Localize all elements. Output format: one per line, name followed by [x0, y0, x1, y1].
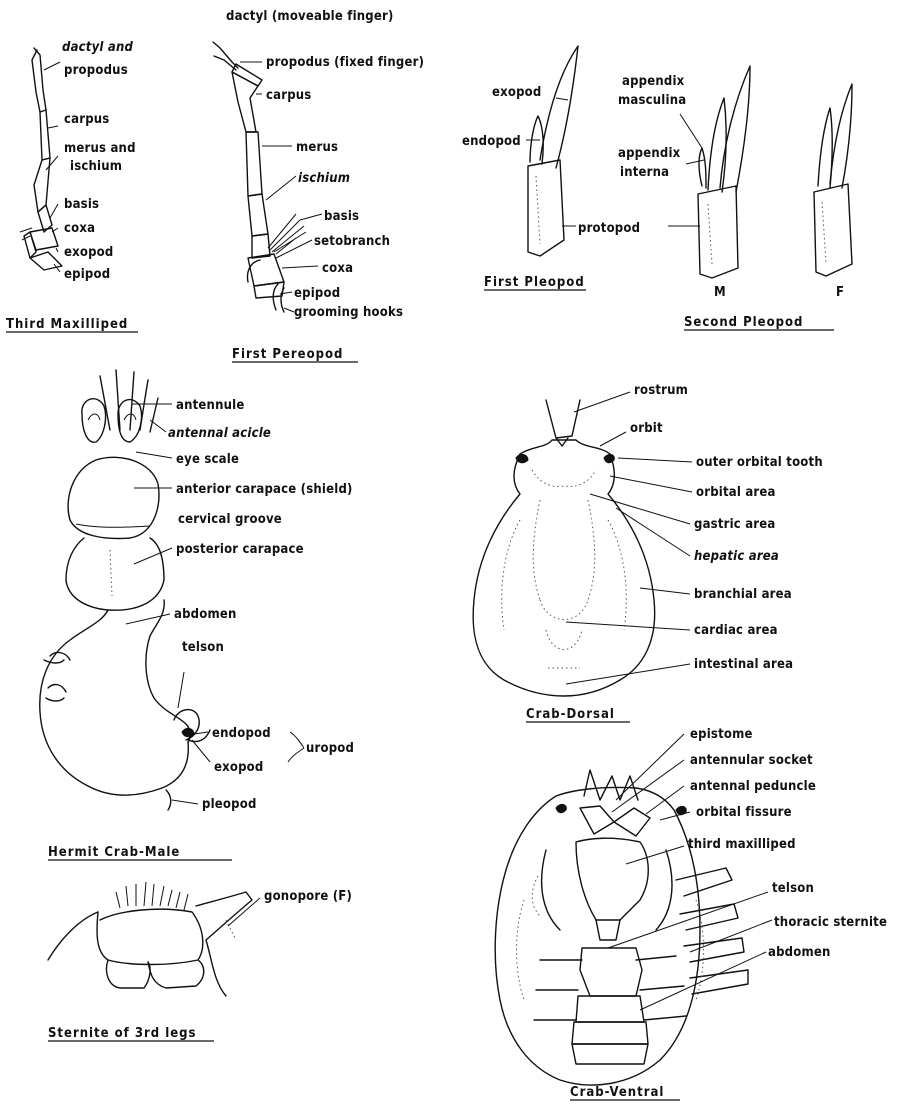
crab-ventral-figure: epistome antennular socket antennal pedu…: [495, 727, 887, 1100]
second-pleopod-female-drawing: [814, 84, 852, 276]
label-intestinal-area: intestinal area: [694, 657, 793, 672]
caption-crab-dorsal: Crab-Dorsal: [526, 707, 615, 722]
label-exopod: exopod: [492, 85, 542, 100]
caption-hermit-crab: Hermit Crab-Male: [48, 845, 180, 860]
sternite-drawing: [48, 882, 252, 996]
label-basis: basis: [64, 197, 99, 212]
first-pleopod-figure: exopod endopod protopod First Pleopod: [462, 46, 640, 290]
crab-dorsal-leaders: [566, 392, 692, 684]
label-antennal-acicle: antennal acicle: [168, 426, 271, 441]
caption-first-pereopod: First Pereopod: [232, 347, 343, 362]
hermit-crab-figure: antennule antennal acicle eye scale ante…: [40, 370, 354, 860]
crab-ventral-leaders: [608, 734, 772, 1010]
label-grooming-hooks: grooming hooks: [294, 305, 403, 320]
label-carpus: carpus: [266, 88, 311, 103]
first-pereopod-drawing: [213, 42, 306, 312]
label-cardiac-area: cardiac area: [694, 623, 778, 638]
label-anterior-carapace: anterior carapace (shield): [176, 482, 353, 497]
label-female: F: [836, 285, 844, 300]
label-third-maxilliped: third maxilliped: [688, 837, 796, 852]
label-coxa: coxa: [322, 261, 353, 276]
caption-first-pleopod: First Pleopod: [484, 275, 585, 290]
caption-sternite: Sternite of 3rd legs: [48, 1026, 196, 1041]
label-hepatic-area: hepatic area: [694, 549, 779, 564]
caption-crab-ventral: Crab-Ventral: [570, 1085, 664, 1100]
label-ischium: ischium: [298, 171, 350, 186]
label-dactyl-and: dactyl and: [62, 40, 134, 55]
label-uropod: uropod: [306, 741, 354, 756]
label-carpus: carpus: [64, 112, 109, 127]
label-propodus-fixed: propodus (fixed finger): [266, 55, 424, 70]
label-male: M: [714, 285, 726, 300]
label-basis: basis: [324, 209, 359, 224]
label-abdomen: abdomen: [174, 607, 237, 622]
label-thoracic-sternite: thoracic sternite: [774, 915, 887, 930]
label-protopod: protopod: [578, 221, 640, 236]
label-interna: interna: [620, 165, 669, 180]
label-eye-scale: eye scale: [176, 452, 239, 467]
crab-dorsal-drawing: [473, 400, 655, 696]
sternite-figure: gonopore (F) Sternite of 3rd legs: [48, 882, 352, 1041]
label-exopod: exopod: [64, 245, 114, 260]
label-propodus: propodus: [64, 63, 128, 78]
label-endopod: endopod: [212, 726, 271, 741]
label-masculina: masculina: [618, 93, 686, 108]
label-coxa: coxa: [64, 221, 95, 236]
label-epipod: epipod: [64, 267, 110, 282]
label-branchial-area: branchial area: [694, 587, 792, 602]
sternite-leader: [228, 898, 260, 926]
first-pereopod-figure: dactyl (moveable finger) propodus (fixed…: [213, 9, 424, 362]
label-antennal-peduncle: antennal peduncle: [690, 779, 816, 794]
third-maxilliped-figure: dactyl and propodus carpus merus and isc…: [6, 40, 138, 332]
label-orbital-area: orbital area: [696, 485, 776, 500]
label-merus-and: merus and: [64, 141, 136, 156]
second-pleopod-male-drawing: [698, 66, 750, 278]
label-gonopore: gonopore (F): [264, 889, 352, 904]
label-cervical-groove: cervical groove: [178, 512, 282, 527]
label-telson: telson: [772, 881, 814, 896]
label-gastric-area: gastric area: [694, 517, 775, 532]
label-outer-orbital-tooth: outer orbital tooth: [696, 455, 823, 470]
label-antennular-socket: antennular socket: [690, 753, 813, 768]
label-appendix-1: appendix: [622, 74, 685, 89]
crab-dorsal-figure: rostrum orbit outer orbital tooth orbita…: [473, 383, 823, 722]
label-dactyl: dactyl (moveable finger): [226, 9, 394, 24]
label-orbital-fissure: orbital fissure: [696, 805, 792, 820]
label-abdomen: abdomen: [768, 945, 831, 960]
label-epipod: epipod: [294, 286, 340, 301]
first-pleopod-drawing: [528, 46, 578, 256]
label-rostrum: rostrum: [634, 383, 688, 398]
label-endopod: endopod: [462, 134, 521, 149]
label-setobranch: setobranch: [314, 234, 390, 249]
label-ischium: ischium: [70, 159, 122, 174]
label-posterior-carapace: posterior carapace: [176, 542, 304, 557]
label-pleopod: pleopod: [202, 797, 257, 812]
caption-third-maxilliped: Third Maxilliped: [6, 317, 128, 332]
label-exopod: exopod: [214, 760, 264, 775]
third-maxilliped-leaders: [44, 62, 60, 272]
label-epistome: epistome: [690, 727, 753, 742]
second-pleopod-figure: appendix masculina appendix interna M F …: [618, 66, 852, 330]
caption-second-pleopod: Second Pleopod: [684, 315, 803, 330]
label-telson: telson: [182, 640, 224, 655]
label-orbit: orbit: [630, 421, 663, 436]
label-antennule: antennule: [176, 398, 244, 413]
label-appendix-2: appendix: [618, 146, 681, 161]
label-merus: merus: [296, 140, 338, 155]
